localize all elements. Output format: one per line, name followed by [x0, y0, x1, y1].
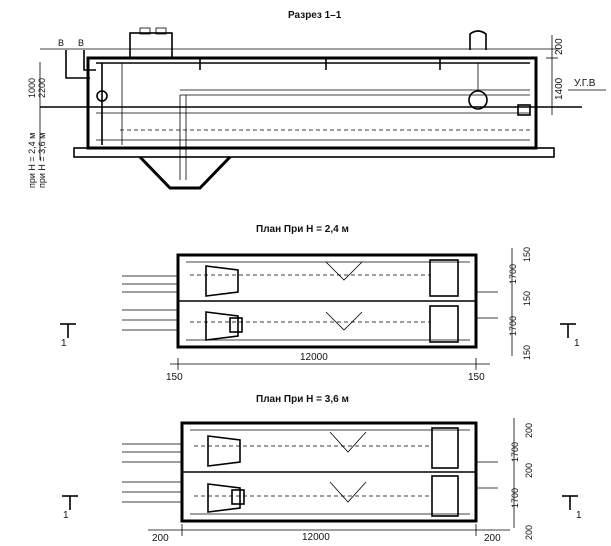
hatch-vent [139, 27, 151, 35]
plan1-v-mid: 150 [522, 291, 532, 306]
dim-1400-label: 1400 [554, 77, 565, 100]
dim-200-label: 200 [554, 38, 565, 55]
note-h24: при Н = 2,4 м [27, 133, 37, 188]
plan1-v-1700b: 1700 [508, 316, 518, 336]
sump-pit [138, 155, 232, 190]
dim-2200-label: 2200 [37, 78, 47, 98]
outlet-box [517, 104, 531, 116]
plan2-chamber-top [431, 427, 459, 469]
plan2-cone-top [329, 431, 367, 453]
plan1-right-offset: 150 [468, 372, 485, 383]
section-title: Разрез 1–1 [288, 10, 342, 21]
plan2-inlet-bottom [207, 483, 241, 513]
label-b1: В [58, 38, 64, 48]
plan2-mark-right: 1 [576, 510, 582, 521]
lifting-hook [469, 30, 487, 50]
plan1-left-offset: 150 [166, 372, 183, 383]
plan1-mark-left: 1 [61, 338, 67, 349]
inlet-pipe-1 [65, 50, 90, 79]
section-view: Разрез 1–1 В В [27, 10, 606, 190]
plan1-gate [229, 317, 243, 333]
plan1-chamber-top [429, 259, 459, 297]
label-b2: В [78, 38, 84, 48]
inlet-pipe-2 [83, 50, 96, 71]
base-slab [73, 147, 555, 158]
roof-hatch [129, 32, 173, 59]
plan2-left-offset: 200 [152, 533, 169, 544]
plan2-title: План При Н = 3,6 м [256, 394, 349, 405]
plan1-title: План При Н = 2,4 м [256, 224, 349, 235]
plan-h36: План При Н = 3,6 м 1 1 12000 [62, 394, 582, 544]
plan1-chamber-bottom [429, 305, 459, 343]
plan2-gate [231, 489, 245, 505]
plan1-inlet-bottom [205, 311, 239, 341]
plan1-cone-top [325, 261, 363, 281]
plan2-length: 12000 [302, 532, 330, 543]
plan1-inlet-top [205, 265, 239, 297]
plan-h24: План При Н = 2,4 м 1 1 12000 [60, 224, 580, 383]
plan2-v-bottom: 200 [524, 525, 534, 540]
dim-1000-label: 1000 [27, 78, 37, 98]
plan2-chamber-bottom [431, 475, 459, 517]
plan1-v-bottom: 150 [522, 345, 532, 360]
plan2-mark-left: 1 [63, 510, 69, 521]
plan2-v-top: 200 [524, 423, 534, 438]
plan2-inlet-top [207, 435, 241, 467]
note-h36: при Н = 3,6 м [37, 133, 47, 188]
plan1-v-1700a: 1700 [508, 264, 518, 284]
plan2-cone-bottom [329, 481, 367, 503]
plan1-cone-bottom [325, 311, 363, 331]
plan2-v-1700b: 1700 [510, 488, 520, 508]
plan2-right-offset: 200 [484, 533, 501, 544]
plan1-v-top: 150 [522, 247, 532, 262]
plan2-v-1700a: 1700 [510, 442, 520, 462]
plan1-mark-right: 1 [574, 338, 580, 349]
level-label: У.Г.В [574, 78, 596, 89]
plan2-v-mid: 200 [524, 463, 534, 478]
valve-circle [96, 90, 108, 102]
plan1-length: 12000 [300, 352, 328, 363]
hatch-vent-2 [155, 27, 167, 35]
